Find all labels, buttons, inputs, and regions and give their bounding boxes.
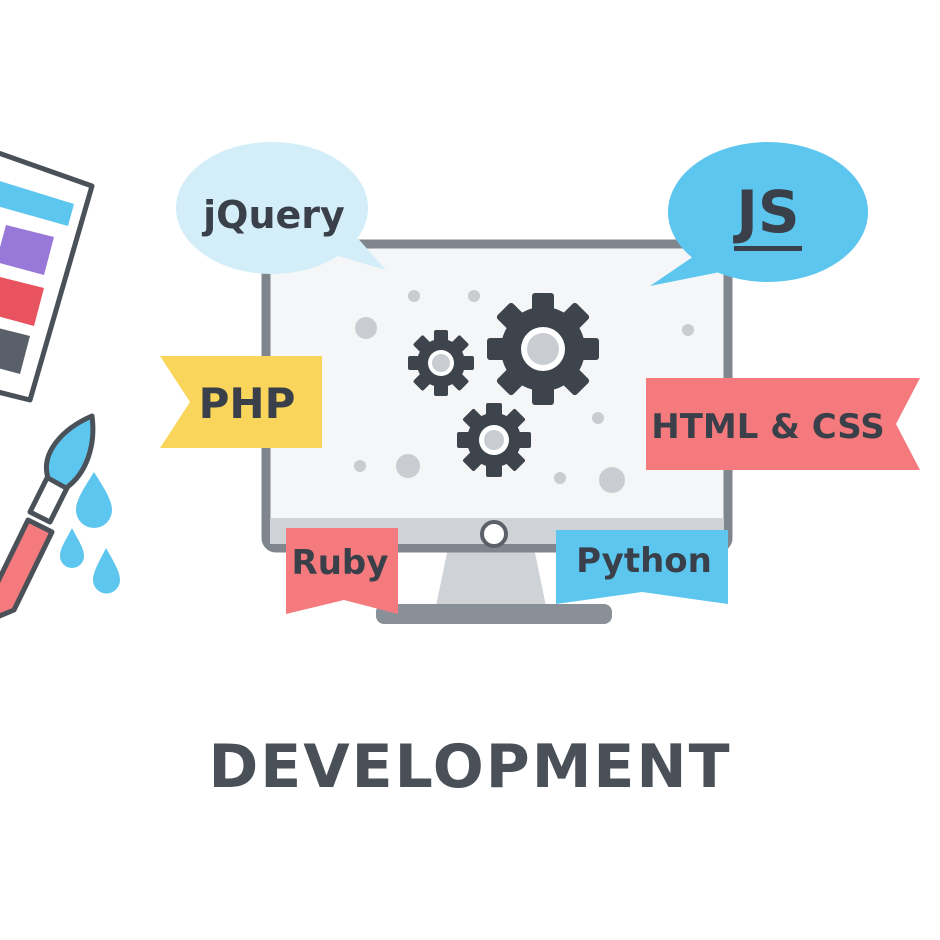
paint-brush-icon	[0, 413, 96, 619]
js-label: JS	[732, 178, 799, 246]
php-label: PHP	[199, 379, 296, 428]
python-ribbon: Python	[556, 530, 728, 604]
page-title: DEVELOPMENT	[208, 732, 732, 802]
water-drop-icon	[60, 472, 120, 594]
html-css-ribbon: HTML & CSS	[646, 378, 920, 470]
jquery-bubble: jQuery	[176, 142, 386, 274]
js-bubble: JS	[650, 142, 868, 286]
ruby-label: Ruby	[292, 543, 389, 583]
python-label: Python	[576, 541, 712, 581]
php-ribbon: PHP	[160, 356, 322, 448]
jquery-label: jQuery	[201, 193, 345, 237]
palette-sheet-icon	[0, 150, 95, 403]
gears-icon	[408, 293, 599, 477]
html-css-label: HTML & CSS	[651, 407, 885, 447]
ruby-ribbon: Ruby	[286, 528, 398, 614]
